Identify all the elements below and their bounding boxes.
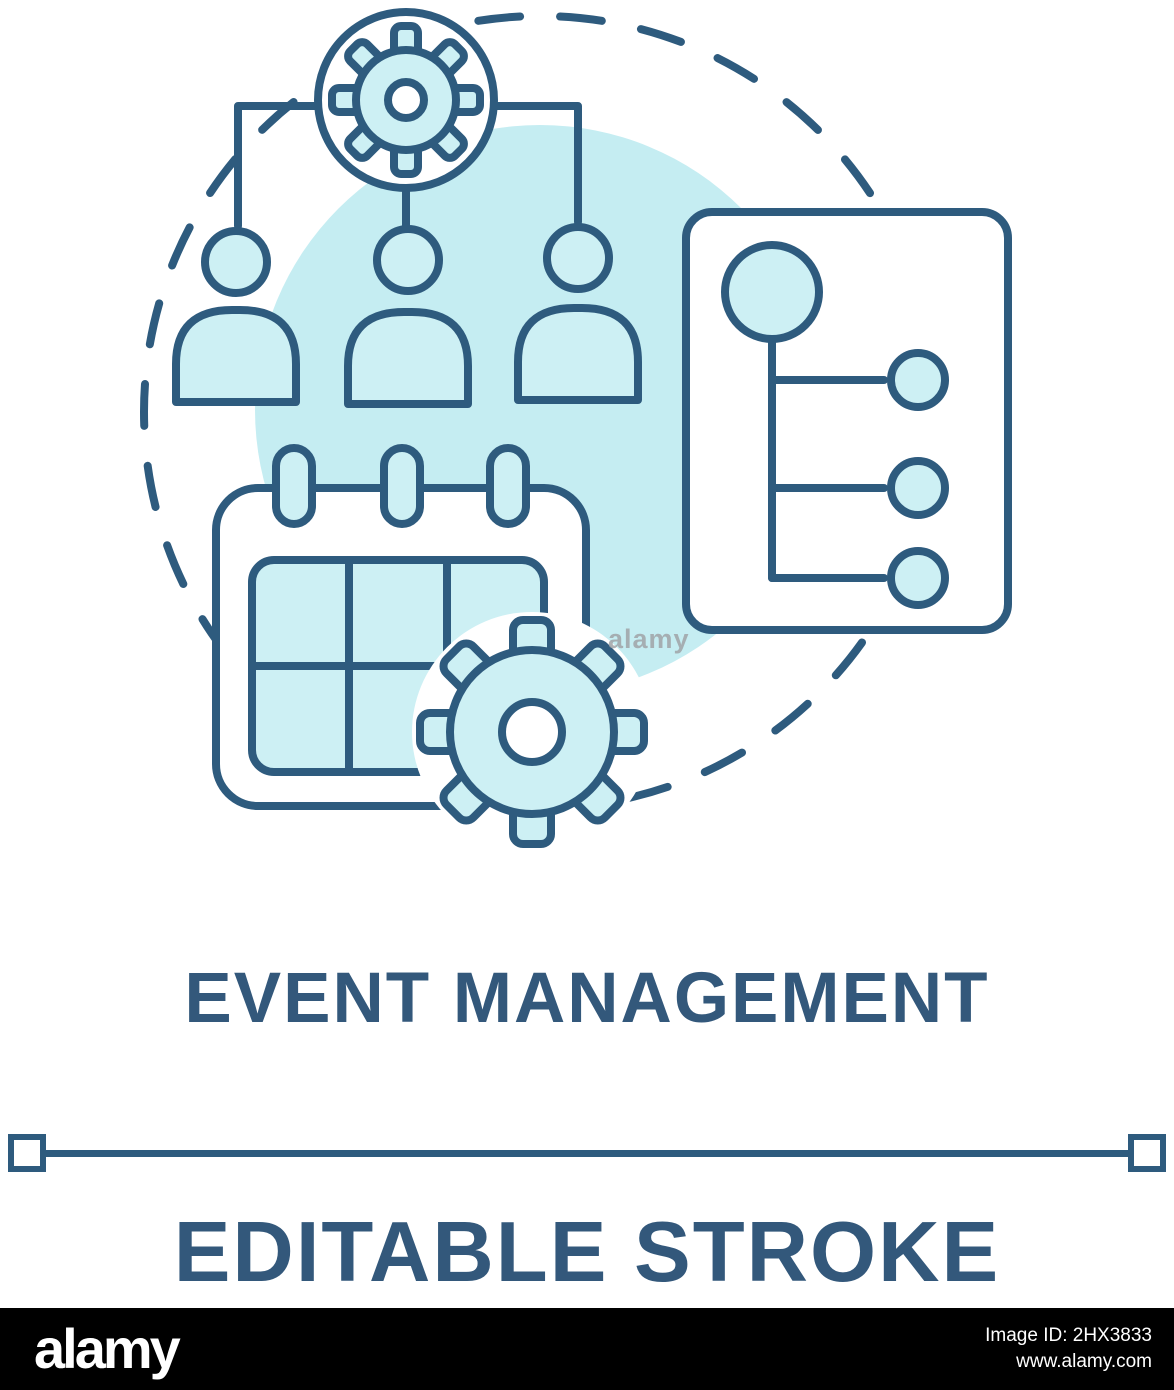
stroke-line xyxy=(46,1149,1128,1157)
task-list-panel-icon xyxy=(682,208,1012,634)
person-icon xyxy=(344,225,472,408)
stroke-endpoint-left xyxy=(8,1134,46,1172)
site-url: www.alamy.com xyxy=(1016,1351,1152,1372)
image-meta: Image ID: 2HX3833 www.alamy.com xyxy=(985,1323,1152,1374)
image-id: Image ID: 2HX3833 xyxy=(985,1325,1152,1347)
concept-title: EVENT MANAGEMENT xyxy=(184,959,990,1038)
gear-icon xyxy=(412,612,652,852)
watermark-bar: alamy Image ID: 2HX3833 www.alamy.com xyxy=(0,1308,1174,1390)
alamy-watermark: alamy xyxy=(608,624,690,654)
stroke-endpoint-right xyxy=(1128,1134,1166,1172)
alamy-logo: alamy xyxy=(34,1317,181,1380)
stock-illustration: alamy xyxy=(140,8,1012,852)
editable-stroke-label: EDITABLE STROKE xyxy=(173,1205,1001,1300)
editable-stroke-indicator xyxy=(8,1134,1166,1172)
org-chart-connectors xyxy=(234,102,582,230)
person-icon xyxy=(172,227,300,406)
settings-gear-circle-icon xyxy=(314,8,498,192)
person-icon xyxy=(514,223,642,404)
